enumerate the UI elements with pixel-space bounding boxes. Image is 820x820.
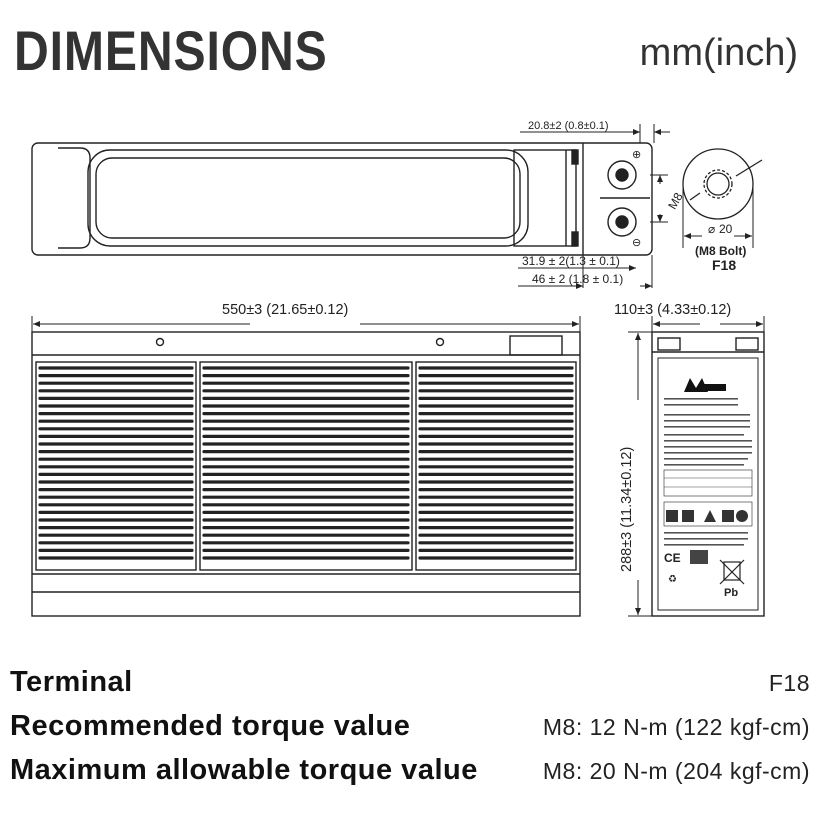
height-label: 288±3 (11.34±0.12): [619, 447, 635, 572]
top-view-cover: [513, 149, 577, 247]
fine-print-line: [664, 426, 750, 428]
spec-value: F18: [768, 670, 810, 696]
fine-print-line: [664, 404, 738, 406]
terminal-bolt-icon: [682, 148, 754, 220]
front-rib-panel-right: [415, 361, 577, 571]
fine-print-line: [664, 434, 744, 436]
top-view-outline: [31, 142, 653, 256]
side-label-content: CE ♻ Pb: [663, 378, 753, 599]
bolt-diameter-label: 20: [719, 222, 733, 236]
length-label: 550±3 (21.65±0.12): [222, 302, 348, 318]
terminal-pitch-label: 31.9 ± 2(1.3 ± 0.1): [522, 254, 620, 268]
fine-print-line: [664, 544, 744, 546]
front-rib-panel-middle: [199, 361, 413, 571]
diameter-icon: ⌀: [708, 222, 715, 236]
fine-print-line: [664, 414, 750, 416]
rating-table: [663, 469, 753, 497]
spec-label: Maximum allowable torque value: [10, 754, 478, 786]
front-view: [31, 331, 581, 617]
dimension-drawing: ⊕ ⊖ 20.8±2 (0.8±0.1) 31.9 ± 2(1.3 ± 0.1)…: [31, 120, 765, 617]
fine-print-line: [664, 446, 752, 448]
pb-mark-icon: Pb: [724, 587, 738, 599]
terminal-offset-label: 20.8±2 (0.8±0.1): [528, 120, 609, 132]
positive-sign-icon: ⊕: [632, 149, 641, 161]
warning-icon: [666, 510, 678, 522]
ul-mark-icon: [690, 550, 708, 564]
fine-print-line: [664, 420, 750, 422]
page-title: DIMENSIONS: [14, 19, 328, 82]
top-view: ⊕ ⊖: [31, 142, 653, 256]
unit-label: mm(inch): [639, 32, 798, 74]
front-view-ribs: [38, 366, 574, 560]
negative-terminal-icon: [607, 207, 637, 237]
side-view-outline: [651, 331, 765, 617]
width-label: 110±3 (4.33±0.12): [614, 302, 731, 318]
terminal-detail: [682, 148, 763, 248]
spec-row-terminal: Terminal F18: [10, 666, 810, 708]
fine-print-line: [664, 458, 748, 460]
spec-label: Recommended torque value: [10, 710, 411, 742]
recycle-icon: ♻: [668, 574, 677, 585]
fine-print-line: [664, 440, 752, 442]
front-rib-panel-left: [35, 361, 197, 571]
side-view-dimensions: [628, 316, 765, 617]
fine-print-line: [664, 532, 748, 534]
fine-print-line: [664, 538, 748, 540]
side-view-label-panel: [657, 357, 759, 611]
fine-print-line: [664, 398, 738, 400]
spec-label: Terminal: [10, 666, 133, 698]
top-view-handle-frame: [87, 149, 529, 247]
bin-icon: [719, 559, 745, 585]
side-view: [651, 331, 765, 617]
top-view-dimensions: [518, 124, 670, 289]
fine-print-line: [664, 452, 752, 454]
spec-row-recommended-torque: Recommended torque value M8: 12 N-m (122…: [10, 710, 810, 752]
top-view-handle-inner: [95, 157, 521, 239]
fine-print-line: [664, 464, 744, 466]
top-view-lid-edge: [58, 147, 91, 249]
spec-row-max-torque: Maximum allowable torque value M8: 20 N-…: [10, 754, 810, 796]
front-view-dimensions: [31, 316, 581, 332]
negative-sign-icon: ⊖: [632, 237, 641, 249]
spec-value: M8: 12 N-m (122 kgf-cm): [542, 714, 810, 740]
spec-value: M8: 20 N-m (204 kgf-cm): [542, 758, 810, 784]
positive-terminal-icon: [607, 160, 637, 190]
ce-mark-icon: CE: [664, 551, 681, 565]
warning-box: [663, 501, 753, 527]
terminal-code: F18: [712, 257, 736, 273]
terminal-block-label: 46 ± 2 (1.8 ± 0.1): [532, 272, 623, 286]
front-view-outline: [31, 331, 581, 617]
bolt-caption: (M8 Bolt): [695, 244, 746, 258]
